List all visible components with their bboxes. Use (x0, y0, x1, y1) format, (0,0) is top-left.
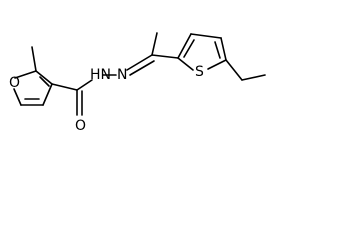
bond-imine-methyl (151, 32, 158, 56)
bond-n-c-double (129, 60, 155, 76)
bond-n-c (126, 54, 153, 71)
imine-nitrogen-label: N (117, 67, 127, 83)
atom-labels: O O HN N S (9, 64, 204, 134)
bond-furan-c3-c4 (42, 83, 53, 106)
furan-oxygen-label: O (9, 75, 20, 91)
bond-furan-methyl (31, 46, 37, 72)
bond-furan-c5-o (13, 88, 22, 106)
bond-ethyl-2 (241, 74, 266, 81)
bond-furan-c2-c3-inner (39, 76, 50, 87)
bond-furan-o-c2 (14, 70, 37, 79)
bond-thiophene-c2-c3-inner (183, 39, 195, 58)
thiophene-sulfur-label: S (195, 64, 204, 80)
bond-thiophene-c4-c5 (220, 37, 227, 61)
bond-carbonyl-nh (76, 79, 93, 91)
bond-thiophene-c3-c4 (190, 33, 222, 39)
bond-imine-thiophene (151, 54, 179, 59)
bonds (13, 32, 266, 116)
bond-ethyl-1 (225, 59, 243, 81)
hydrazide-nh-label: HN (90, 67, 111, 83)
bond-thiophene-c4-c5-inner (214, 41, 221, 59)
bond-ring-carbonyl (51, 83, 78, 91)
bond-furan-c2-c3 (35, 70, 53, 85)
bond-thiophene-c5-s (207, 59, 227, 70)
carbonyl-oxygen-label: O (75, 118, 86, 134)
bond-thiophene-c2-c3 (177, 33, 192, 59)
bond-thiophene-s-c2 (177, 57, 194, 71)
chemical-structure-diagram: O O HN N S (9, 32, 266, 134)
